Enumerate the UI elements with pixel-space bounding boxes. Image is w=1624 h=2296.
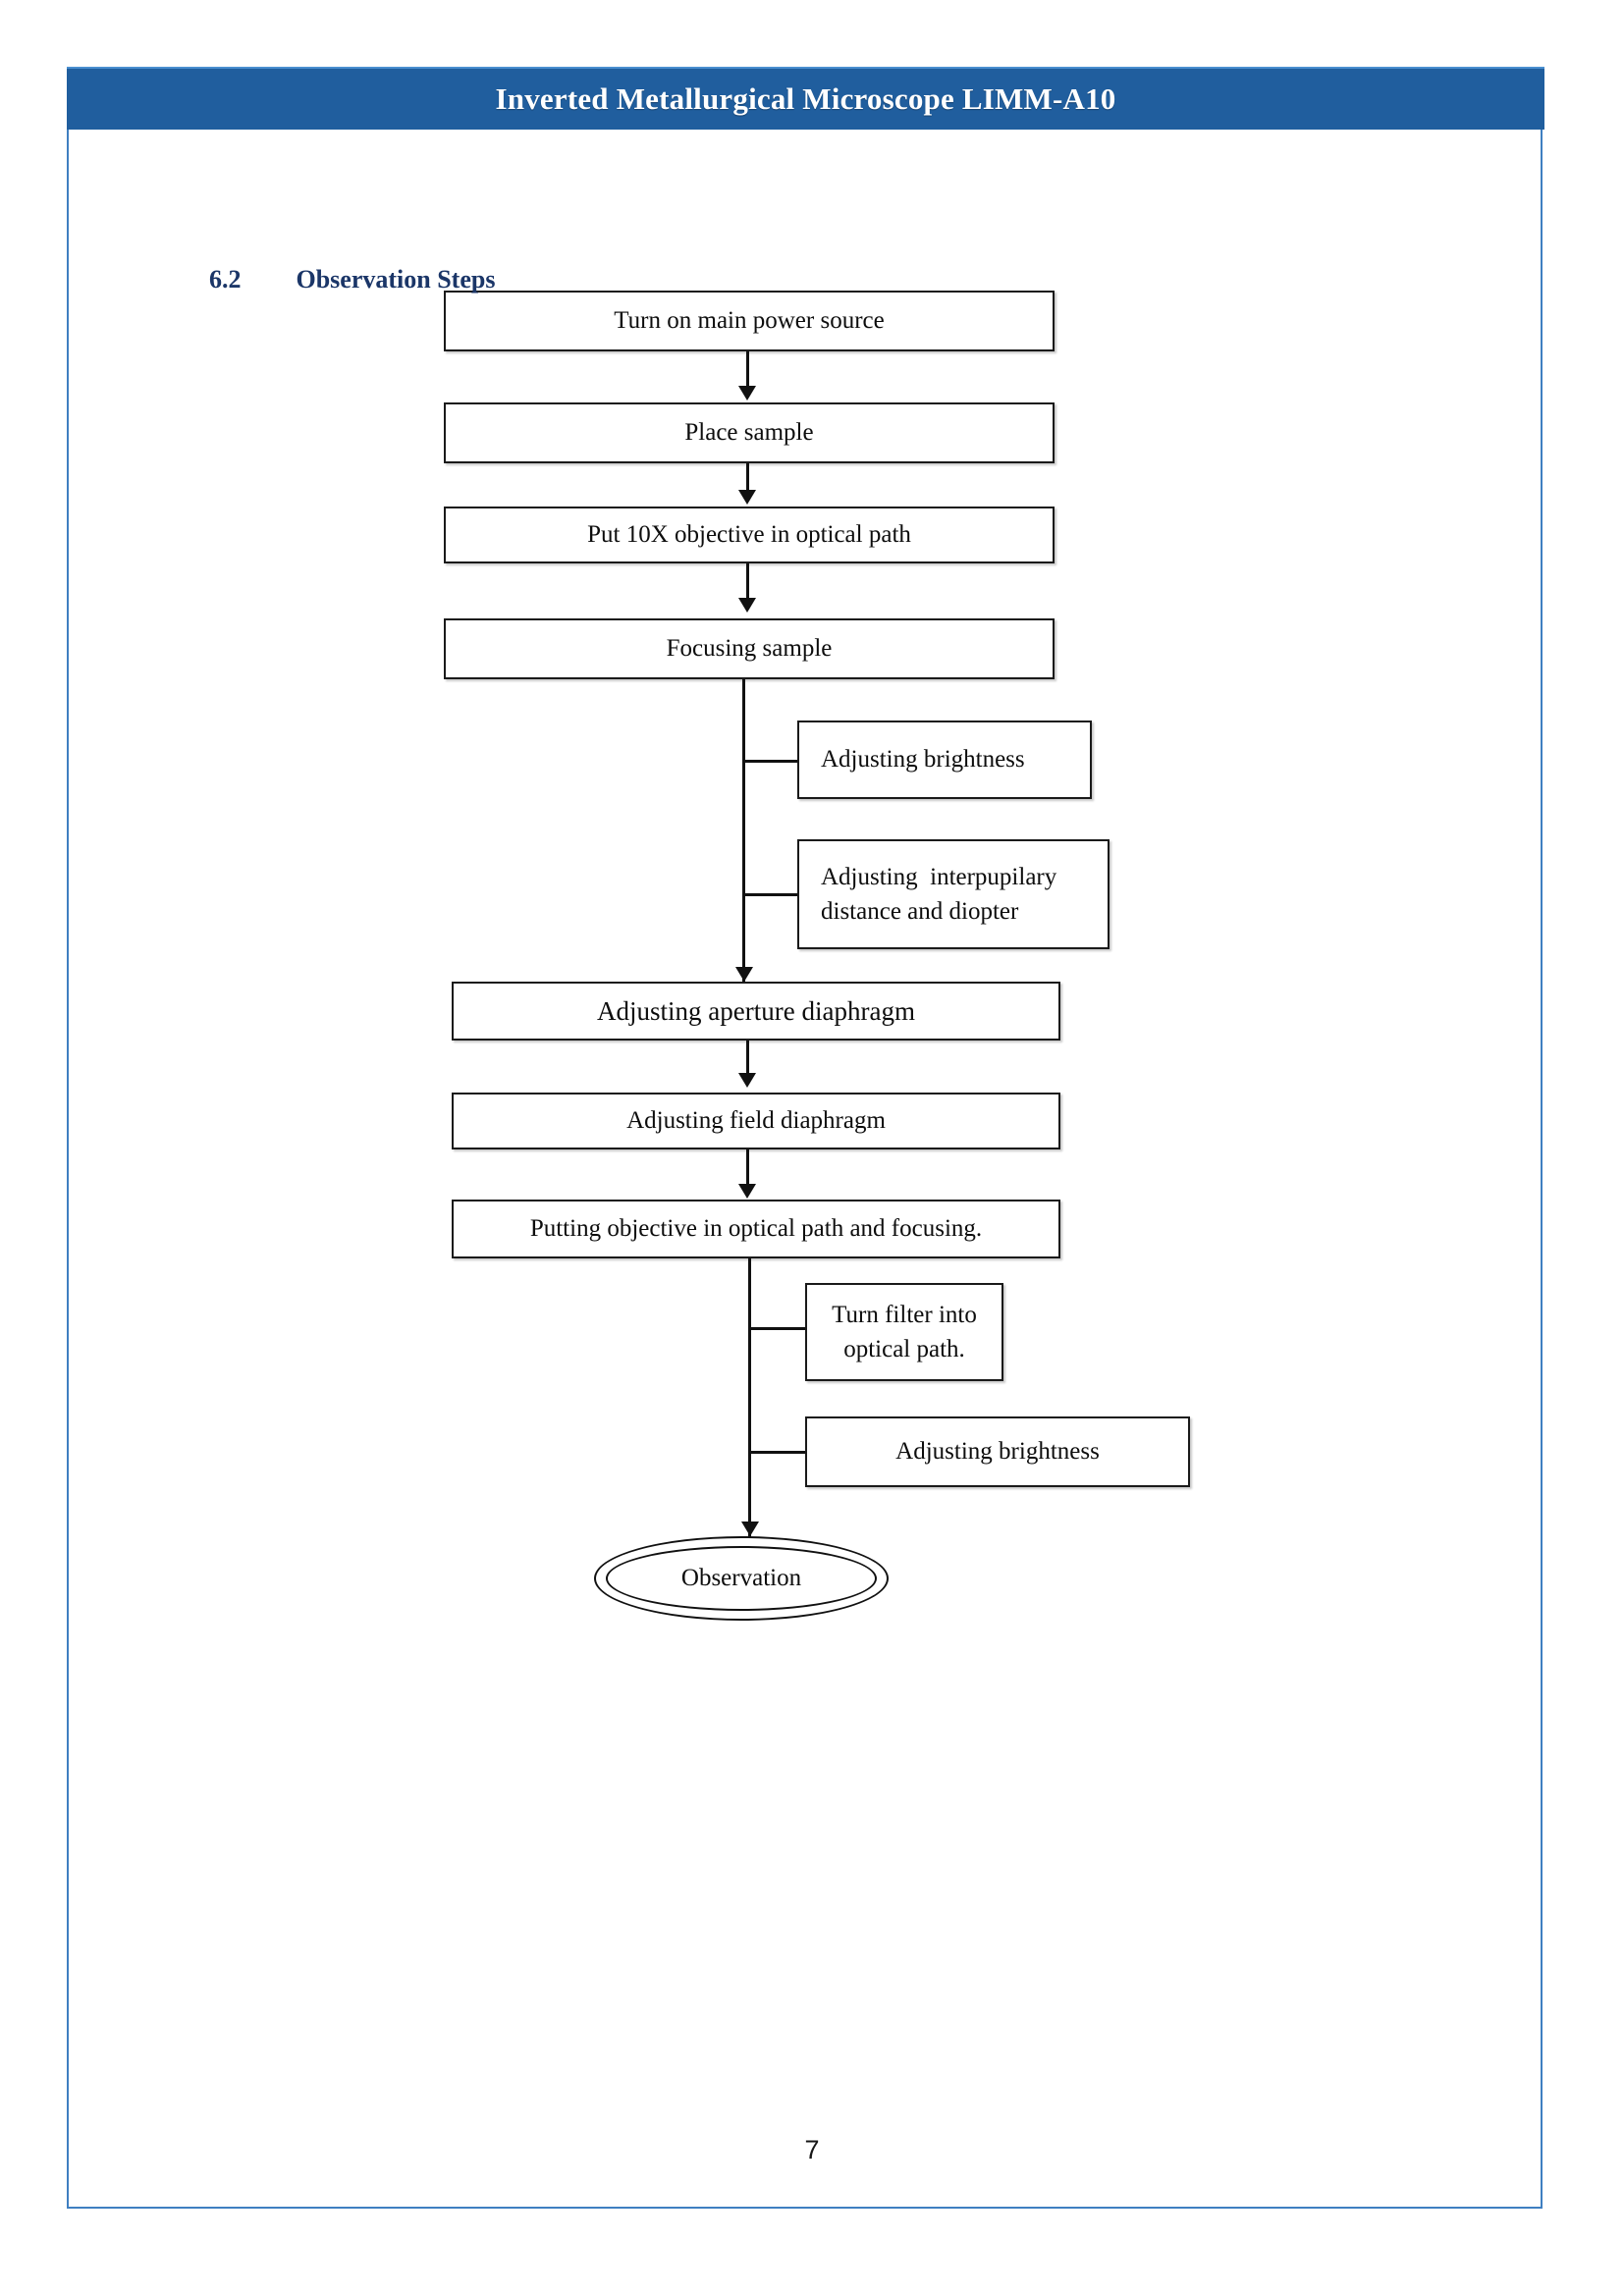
flow-step-label: Place sample (684, 419, 814, 447)
flow-step-put-10x-objective-in-optical-path: Put 10X objective in optical path (444, 507, 1055, 563)
flow-step-putting-objective-in-optical-path-and-focusing: Putting objective in optical path and fo… (452, 1200, 1060, 1258)
connector-step6-step7 (746, 1149, 749, 1187)
flow-step-turn-on-main-power-source: Turn on main power source (444, 291, 1055, 351)
arrowhead-step2-step3 (738, 490, 756, 505)
flow-branch-label-line1: Adjusting interpupilary (821, 863, 1057, 890)
arrowhead-step1-step2 (738, 386, 756, 400)
connector-branch-adjusting-brightness-2 (748, 1451, 805, 1454)
connector-step7-trunk (748, 1258, 751, 1538)
connector-step4-trunk (742, 679, 745, 984)
flow-branch-label: Adjusting brightness (895, 1438, 1100, 1466)
section-number: 6.2 (209, 265, 242, 294)
arrowhead-step6-step7 (738, 1184, 756, 1199)
flow-branch-adjusting-brightness-2: Adjusting brightness (805, 1416, 1190, 1487)
arrowhead-step3-step4 (738, 598, 756, 613)
arrowhead-trunk-terminator (741, 1522, 759, 1536)
flow-step-label: Adjusting field diaphragm (626, 1107, 886, 1135)
connector-step3-step4 (746, 563, 749, 601)
flow-branch-label-line2: optical path. (843, 1336, 965, 1362)
flow-branch-adjusting-brightness-1: Adjusting brightness (797, 721, 1092, 799)
flow-step-adjusting-field-diaphragm: Adjusting field diaphragm (452, 1093, 1060, 1149)
arrowhead-step5-step6 (738, 1073, 756, 1088)
section-heading: 6.2 Observation Steps (196, 236, 495, 294)
arrowhead-trunk-step5 (735, 967, 753, 982)
flow-terminator-label: Observation (680, 1565, 802, 1591)
flow-step-focusing-sample: Focusing sample (444, 618, 1055, 679)
flow-branch-interpupilary-distance-and-diopter: Adjusting interpupilary distance and dio… (797, 839, 1110, 949)
page-number: 7 (804, 2135, 820, 2164)
connector-branch-interpupilary-distance (742, 893, 797, 896)
connector-step1-step2 (746, 351, 749, 389)
flow-branch-label-line1: Turn filter into (832, 1301, 977, 1328)
flow-step-place-sample: Place sample (444, 402, 1055, 463)
flow-step-label: Put 10X objective in optical path (587, 521, 911, 549)
section-title: Observation Steps (296, 265, 496, 294)
flow-branch-label: Adjusting brightness (821, 746, 1025, 774)
connector-branch-adjusting-brightness-1 (742, 760, 797, 763)
flow-step-label: Putting objective in optical path and fo… (529, 1215, 983, 1243)
flow-step-adjusting-aperture-diaphragm: Adjusting aperture diaphragm (452, 982, 1060, 1041)
flow-branch-label-line2: distance and diopter (821, 898, 1019, 925)
document-header-banner: Inverted Metallurgical Microscope LIMM-A… (67, 67, 1544, 130)
flow-step-label: Turn on main power source (614, 307, 885, 335)
document-title: Inverted Metallurgical Microscope LIMM-A… (495, 81, 1116, 116)
flow-step-label: Focusing sample (666, 635, 833, 663)
connector-step2-step3 (746, 463, 749, 493)
connector-branch-turn-filter-into-optical-path (748, 1327, 805, 1330)
flow-terminator-observation: Observation (606, 1546, 877, 1611)
connector-step5-step6 (746, 1041, 749, 1076)
flow-branch-turn-filter-into-optical-path: Turn filter into optical path. (805, 1283, 1003, 1381)
flow-step-label: Adjusting aperture diaphragm (597, 995, 915, 1026)
